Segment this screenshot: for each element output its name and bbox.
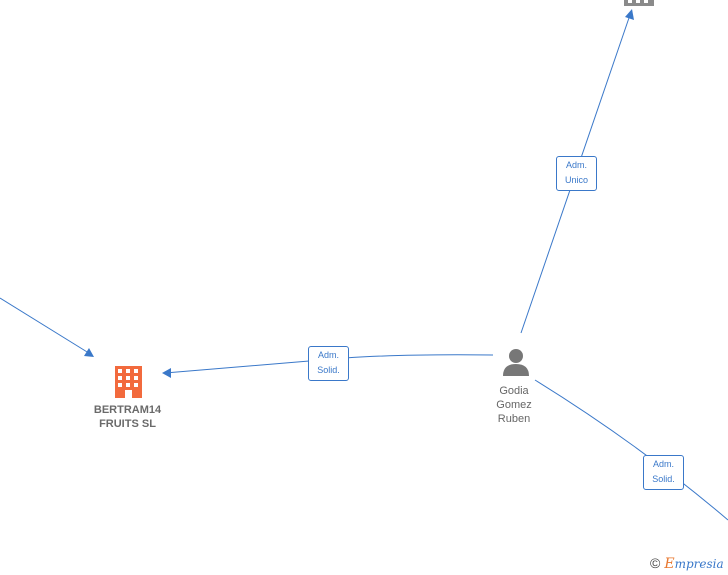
arrowhead-top-company bbox=[625, 9, 634, 20]
arrowhead-offscreen-main-company bbox=[84, 348, 94, 357]
edge-label-main[interactable]: Adm. Solid. bbox=[308, 346, 349, 381]
person-icon[interactable] bbox=[503, 349, 529, 376]
building-icon-top[interactable] bbox=[624, 0, 654, 6]
brand-initial: E bbox=[664, 556, 675, 572]
copyright-symbol: © bbox=[650, 555, 661, 571]
brand-name: mpresia bbox=[674, 557, 724, 571]
building-icon[interactable] bbox=[115, 366, 142, 398]
arrowhead-main-company bbox=[162, 368, 171, 378]
company-name-main[interactable]: BERTRAM14 FRUITS SL bbox=[93, 404, 162, 430]
edge-offscreen-to-main-company bbox=[0, 297, 93, 356]
edge-label-bottom-right[interactable]: Adm. Solid. bbox=[643, 455, 684, 490]
edge-label-top[interactable]: Adm. Unico bbox=[556, 156, 597, 191]
edge-person-to-bottom-right bbox=[534, 379, 728, 521]
footer-brand[interactable]: ©Empresia bbox=[650, 555, 724, 573]
edge-person-to-main-company bbox=[164, 354, 494, 374]
person-name[interactable]: Godia Gomez Ruben bbox=[496, 385, 532, 425]
